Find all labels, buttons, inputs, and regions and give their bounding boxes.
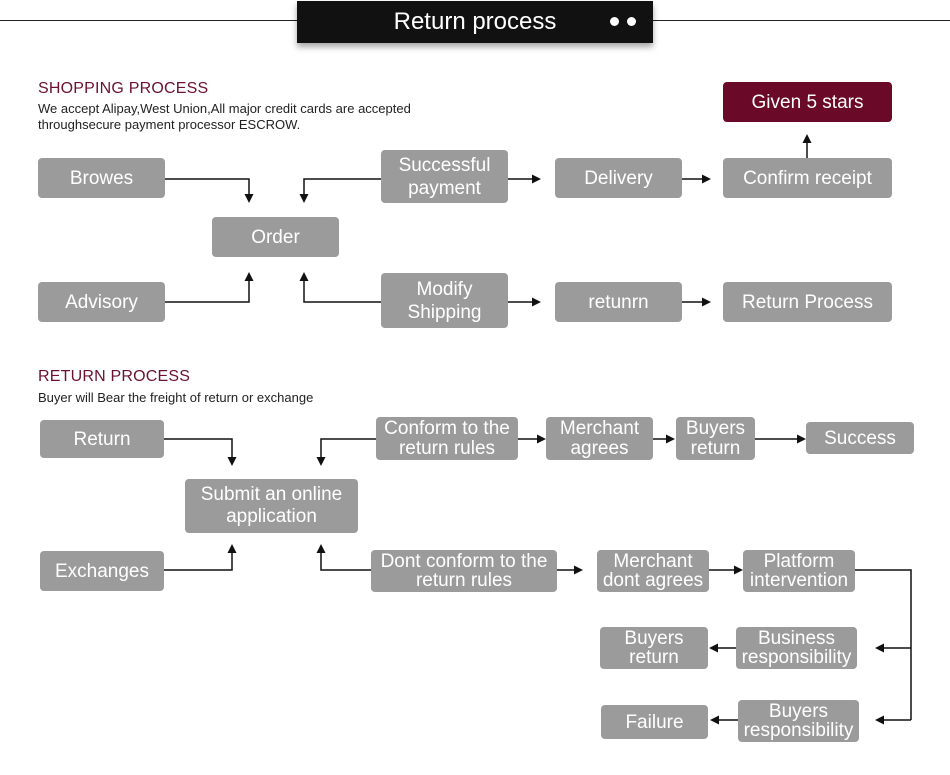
arrow-dontconform-submit: [316, 544, 371, 571]
return-desc: Buyer will Bear the freight of return or…: [38, 390, 314, 405]
node-submit-application: Submit an online application: [185, 479, 358, 533]
banner-dot-left: [610, 17, 619, 26]
banner-dot-right: [627, 17, 636, 26]
shopping-desc-line1: We accept Alipay,West Union,All major cr…: [38, 101, 411, 116]
banner: Return process: [297, 1, 653, 43]
shopping-desc-line2: throughsecure payment processor ESCROW.: [38, 117, 301, 132]
node-failure: Failure: [601, 705, 708, 739]
node-exchanges: Exchanges: [40, 551, 164, 591]
arrow-browes-order: [165, 178, 254, 203]
node-merchant-agrees: Merchant agrees: [546, 417, 653, 460]
arrow-exchanges-submit: [164, 544, 237, 571]
banner-title: Return process: [393, 8, 557, 35]
node-modify-shipping: Modify Shipping: [381, 273, 508, 328]
connector-platform-vertical: [855, 569, 912, 720]
arrow-conform-submit: [316, 438, 376, 466]
node-confirm-receipt: Confirm receipt: [723, 158, 892, 198]
node-delivery: Delivery: [555, 158, 682, 198]
node-given-5-stars: Given 5 stars: [723, 82, 892, 122]
node-business-responsibility: Business responsibility: [736, 627, 857, 669]
node-success: Success: [806, 422, 914, 454]
arrow-advisory-order: [165, 272, 254, 303]
return-heading: RETURN PROCESS: [38, 368, 191, 385]
node-conform-rules: Conform to the return rules: [376, 417, 518, 460]
node-retunrn: retunrn: [555, 282, 682, 322]
node-platform-intervention: Platform intervention: [743, 550, 855, 592]
node-order: Order: [212, 217, 339, 257]
node-browes: Browes: [38, 158, 165, 198]
node-return-process: Return Process: [723, 282, 892, 322]
node-dont-conform-rules: Dont conform to the return rules: [371, 550, 557, 592]
arrow-modify-order: [299, 272, 381, 303]
node-successful-payment: Successful payment: [381, 150, 508, 203]
node-advisory: Advisory: [38, 282, 165, 322]
arrow-return-submit: [164, 438, 237, 466]
node-buyers-return-bottom: Buyers return: [600, 627, 708, 669]
node-buyers-responsibility: Buyers responsibility: [738, 700, 859, 742]
node-return: Return: [40, 420, 164, 458]
node-merchant-dont-agrees: Merchant dont agrees: [597, 550, 709, 592]
node-buyers-return-top: Buyers return: [676, 417, 755, 460]
arrow-payment-order: [299, 178, 381, 203]
banner-rule-right: [653, 20, 950, 21]
banner-rule-left: [0, 20, 297, 21]
shopping-heading: SHOPPING PROCESS: [38, 80, 209, 97]
